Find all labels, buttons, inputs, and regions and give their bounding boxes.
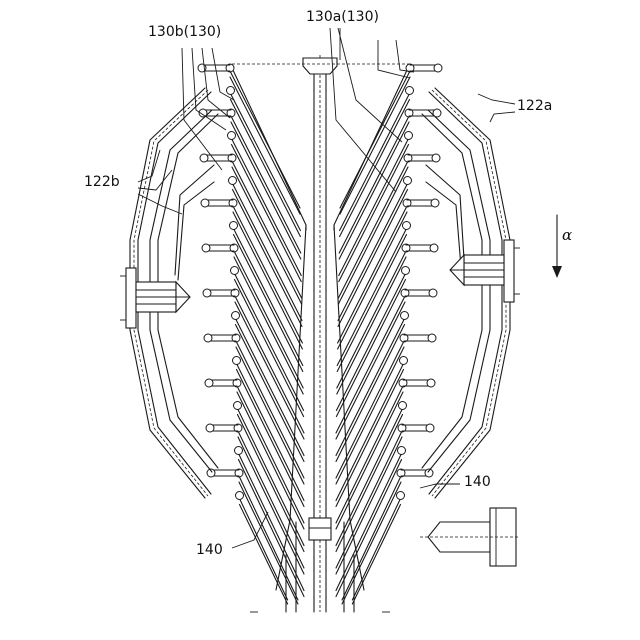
label-130b: 130b(130) bbox=[148, 24, 221, 40]
fin-node bbox=[230, 222, 238, 230]
label-122a: 122a bbox=[517, 98, 552, 114]
right-injector bbox=[450, 240, 520, 302]
fin-outer-node bbox=[431, 199, 439, 207]
fin-node bbox=[397, 492, 405, 500]
fin-node bbox=[234, 402, 242, 410]
fin-line bbox=[336, 319, 405, 456]
fin-line bbox=[336, 280, 405, 417]
fin-node bbox=[229, 177, 237, 185]
fin-line bbox=[336, 325, 405, 462]
fin-line bbox=[234, 235, 303, 372]
label-122b: 122b bbox=[84, 174, 120, 190]
fin-node bbox=[231, 267, 239, 275]
fin-outer-node bbox=[432, 154, 440, 162]
fin-line bbox=[236, 325, 305, 462]
fin-line bbox=[240, 499, 288, 601]
fin-node bbox=[403, 222, 411, 230]
fin-outer-node bbox=[204, 334, 212, 342]
fin-outer-node bbox=[203, 289, 211, 297]
fin-line bbox=[232, 167, 302, 304]
fin-line bbox=[235, 302, 304, 439]
label-alpha: α bbox=[562, 226, 572, 244]
fin-line bbox=[352, 499, 400, 601]
fin-outer-node bbox=[434, 64, 442, 72]
fin-line bbox=[237, 364, 305, 501]
fin-line bbox=[336, 274, 405, 411]
fin-node bbox=[401, 312, 409, 320]
fin-outer-node bbox=[200, 154, 208, 162]
fin-line bbox=[234, 257, 303, 394]
fin-node bbox=[233, 357, 241, 365]
label-130a: 130a(130) bbox=[306, 9, 379, 25]
bottom-coupling bbox=[309, 518, 331, 540]
fin-line bbox=[338, 212, 407, 349]
fin-line bbox=[236, 319, 305, 456]
fin-line bbox=[337, 257, 406, 394]
fin-outer-node bbox=[430, 244, 438, 252]
bottom-right-nozzle bbox=[420, 508, 520, 566]
fin-line bbox=[336, 364, 404, 501]
fin-line bbox=[336, 341, 404, 478]
fin-line bbox=[230, 77, 300, 214]
fin-line bbox=[336, 347, 404, 484]
fin-node bbox=[227, 87, 235, 95]
fin-line bbox=[336, 302, 405, 439]
direction-arrow bbox=[552, 215, 562, 278]
fin-line bbox=[232, 145, 302, 282]
fin-outer-node bbox=[202, 244, 210, 252]
fin-outer-node bbox=[206, 424, 214, 432]
fin-node bbox=[400, 357, 408, 365]
fin-line bbox=[233, 190, 303, 327]
fin-node bbox=[236, 492, 244, 500]
fin-line bbox=[233, 212, 302, 349]
fin-node bbox=[398, 447, 406, 455]
fin-line bbox=[236, 341, 304, 478]
fin-node bbox=[228, 132, 236, 140]
fin-node bbox=[235, 447, 243, 455]
fin-line bbox=[235, 280, 304, 417]
fin-node bbox=[404, 177, 412, 185]
label-140-left: 140 bbox=[196, 542, 223, 558]
left-injector bbox=[120, 268, 190, 328]
fin-line bbox=[231, 100, 301, 237]
fin-outer-node bbox=[427, 379, 435, 387]
fin-line bbox=[337, 235, 406, 372]
fin-node bbox=[399, 402, 407, 410]
fin-node bbox=[402, 267, 410, 275]
fin-outer-node bbox=[426, 424, 434, 432]
fin-line bbox=[338, 167, 408, 304]
fin-node bbox=[406, 87, 414, 95]
fin-line bbox=[236, 347, 304, 484]
fin-line bbox=[338, 190, 408, 327]
label-140-right: 140 bbox=[464, 474, 491, 490]
fin-node bbox=[405, 132, 413, 140]
fin-line bbox=[235, 296, 304, 433]
fin-line bbox=[336, 296, 405, 433]
fin-line bbox=[235, 274, 304, 411]
left-fin-stack bbox=[198, 64, 304, 604]
fin-outer-node bbox=[205, 379, 213, 387]
right-fin-stack bbox=[336, 64, 442, 604]
fin-line bbox=[340, 77, 410, 214]
fin-node bbox=[232, 312, 240, 320]
fin-line bbox=[340, 100, 410, 237]
fin-outer-node bbox=[429, 289, 437, 297]
fin-outer-node bbox=[428, 334, 436, 342]
fin-outer-node bbox=[201, 199, 209, 207]
